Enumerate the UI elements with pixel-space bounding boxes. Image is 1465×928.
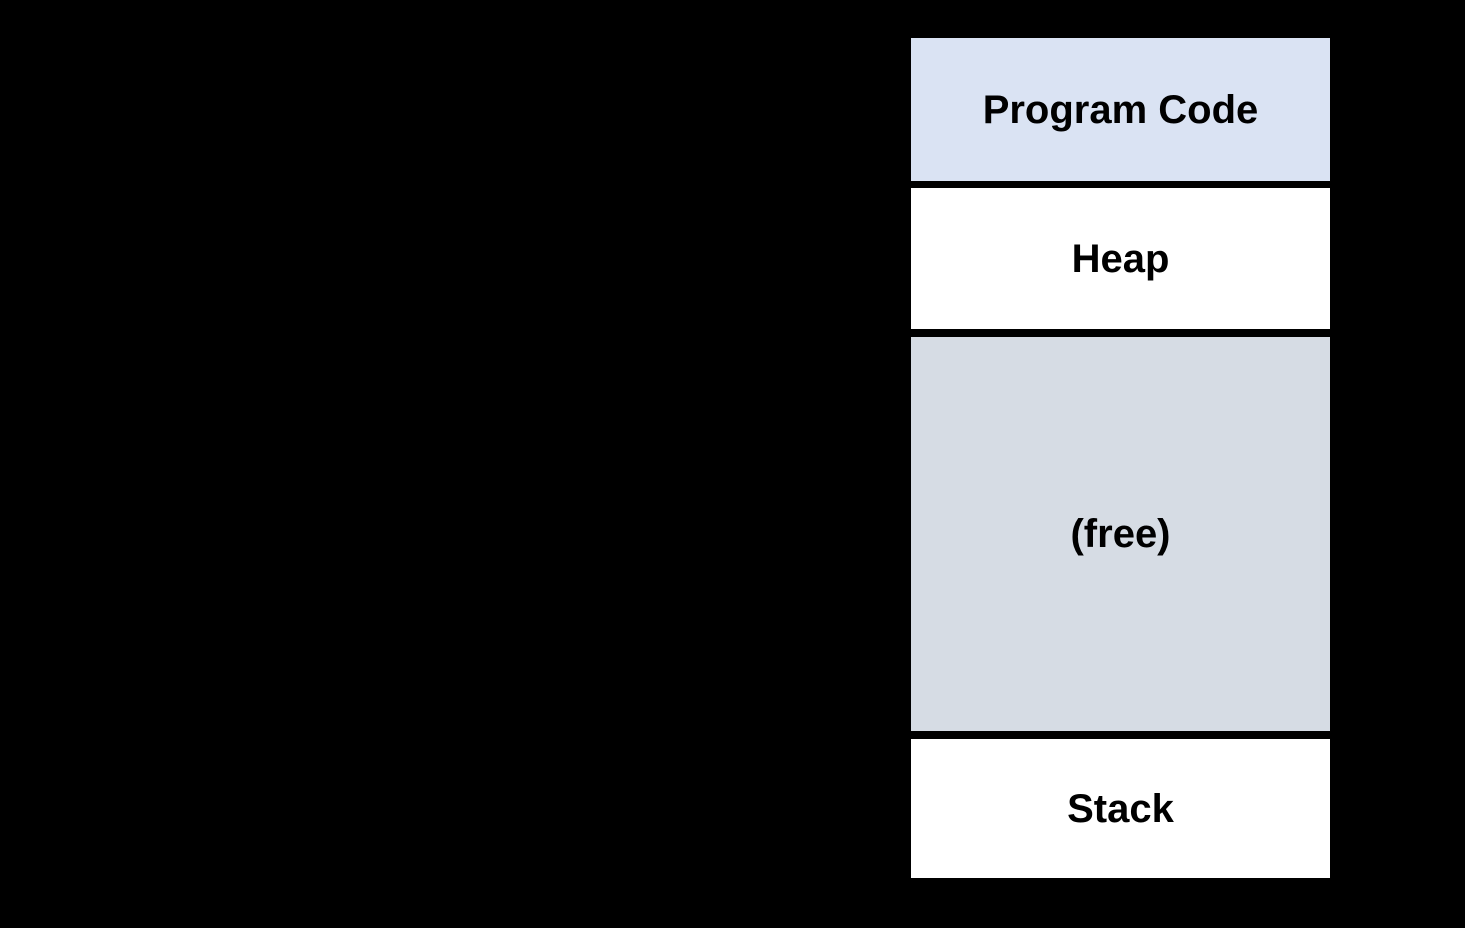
segment-heap-label: Heap: [1071, 236, 1170, 281]
segment-stack-label: Stack: [1067, 786, 1174, 831]
segment-heap: Heap: [911, 188, 1330, 329]
segment-program-code-label: Program Code: [982, 87, 1259, 132]
segment-free-label: (free): [1070, 512, 1171, 556]
segment-free: (free): [911, 337, 1330, 731]
segment-program-code: Program Code: [911, 38, 1330, 181]
segment-stack: Stack: [911, 739, 1330, 878]
